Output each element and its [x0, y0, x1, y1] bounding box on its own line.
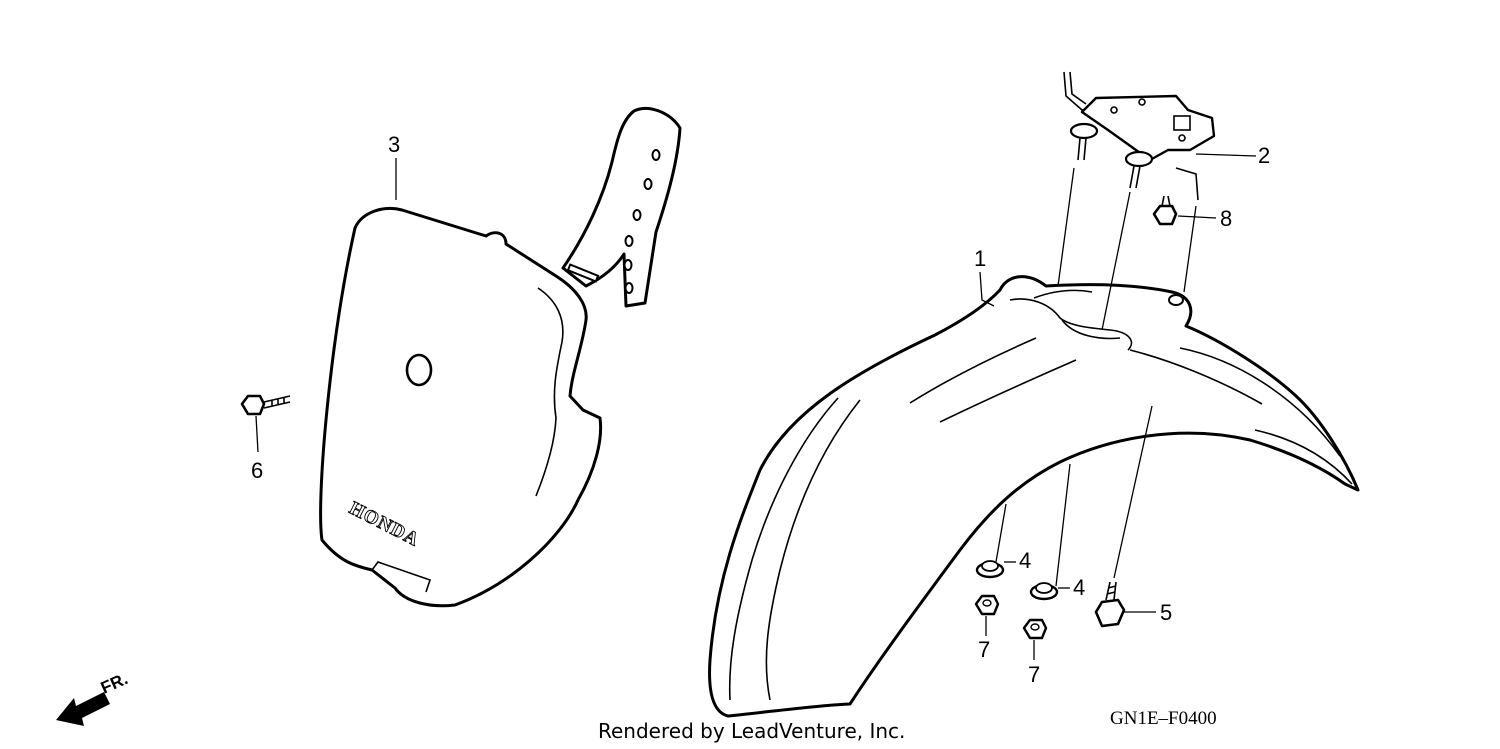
- front-fender-part[interactable]: [708, 275, 1360, 718]
- callout-4b: 4: [1073, 575, 1085, 600]
- number-plate-part[interactable]: HONDA: [319, 106, 682, 608]
- callout-8: 8: [1220, 206, 1232, 231]
- callout-2: 2: [1258, 143, 1270, 168]
- bolt-5[interactable]: [1094, 581, 1126, 628]
- fender-bracket-part[interactable]: [1063, 71, 1216, 201]
- grommet-4a[interactable]: [975, 560, 1005, 579]
- nut-7b[interactable]: [1022, 618, 1048, 640]
- callouts: 1 2 3 4 4 5 6 7 7 8: [251, 132, 1270, 687]
- footer-credit: Rendered by LeadVenture, Inc.: [598, 719, 905, 743]
- callout-6: 6: [251, 458, 263, 483]
- nut-7a[interactable]: [974, 594, 1000, 616]
- bolt-6[interactable]: [240, 394, 291, 416]
- callout-7a: 7: [978, 637, 990, 662]
- grommet-4b[interactable]: [1029, 582, 1059, 601]
- callout-4a: 4: [1019, 548, 1031, 573]
- diagram-code: GN1E–F0400: [1110, 708, 1217, 729]
- svg-text:FR.: FR.: [98, 669, 131, 697]
- leader-lines: [255, 153, 1257, 660]
- callout-3: 3: [388, 132, 400, 157]
- callout-5: 5: [1160, 600, 1172, 625]
- callout-7b: 7: [1028, 662, 1040, 687]
- bolt-8[interactable]: [1152, 195, 1178, 226]
- callout-1: 1: [974, 246, 986, 271]
- front-direction-arrow-icon: FR.: [56, 669, 131, 726]
